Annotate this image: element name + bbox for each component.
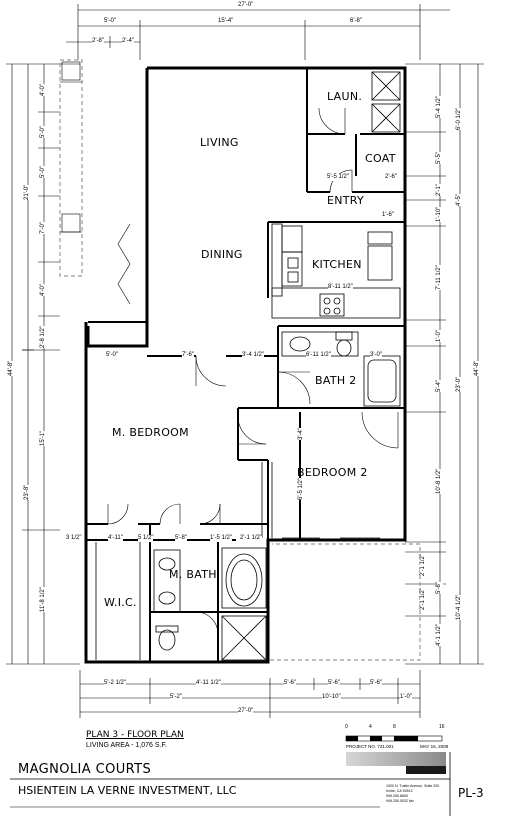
firm-address-1: 1000 N. Tustin Avenue, Suite 200 <box>386 784 440 788</box>
room-laundry: LAUN. <box>327 90 363 103</box>
dimension-label: 4'-11" <box>108 535 123 542</box>
project-name: MAGNOLIA COURTS <box>18 762 152 777</box>
room-master-bedroom: M. BEDROOM <box>112 426 189 439</box>
dimension-label: 2'-8 1/2" <box>40 326 47 348</box>
dimension-label: 7'-11 1/2" <box>436 265 443 290</box>
dimension-label: 10'-4 1/2" <box>456 594 463 620</box>
dimension-label: 21'-0" <box>24 184 31 200</box>
room-kitchen: KITCHEN <box>312 258 362 271</box>
dimension-label: 2'-1 1/2" <box>240 535 262 542</box>
dimension-label: 4'-0" <box>40 84 47 96</box>
dimension-label: 5'-4" <box>436 380 443 392</box>
dimension-label: 6'-11 1/2" <box>306 352 331 359</box>
room-dining: DINING <box>201 248 243 261</box>
room-entry: ENTRY <box>327 194 365 207</box>
room-living: LIVING <box>200 136 239 149</box>
dimension-label: 5'-6" <box>370 680 382 687</box>
dimension-label: 5'-6" <box>284 680 296 687</box>
dimension-label: 23'-8" <box>24 484 31 500</box>
client-name: HSIENTEIN LA VERNE INVESTMENT, LLC <box>18 784 237 797</box>
room-bath-2: BATH 2 <box>315 374 357 387</box>
firm-logo-mark <box>406 766 446 774</box>
project-date: MAY 16, 2008 <box>420 744 449 749</box>
dimension-label: 3'-0" <box>370 352 382 359</box>
dimension-label: 5'-0" <box>40 166 47 178</box>
dimension-label: 7'-6" <box>182 352 194 359</box>
dimension-label: 3'-4 1/2" <box>242 352 264 359</box>
dimension-label: 7'-0" <box>40 222 47 234</box>
dimension-label: 5'-6" <box>328 680 340 687</box>
sheet-number: PL-3 <box>458 786 484 800</box>
firm-phone: 949.250.6840 <box>386 794 408 798</box>
dimension-label: 5'-8" <box>175 535 187 542</box>
dimension-label: 2'-1" <box>436 184 443 196</box>
room-wic: W.I.C. <box>104 596 137 609</box>
dimension-label: 4'-0" <box>40 284 47 296</box>
dimension-label: 1'-0" <box>436 330 443 342</box>
dimension-label: 4'-11 1/2" <box>196 680 221 687</box>
firm-logo-band <box>346 752 446 766</box>
dimension-label: 5'-4 1/2" <box>436 96 443 118</box>
dimension-label: 5'-5 1/2" <box>327 174 349 181</box>
dimension-label: 15'-4" <box>218 18 234 25</box>
dimension-label: 5'-0" <box>106 352 118 359</box>
title-block-frame <box>10 752 451 816</box>
dimension-label: 5 1/2" <box>138 535 154 542</box>
dimension-label: 1'-5 1/2" <box>210 535 232 542</box>
dimension-label: 5'-0" <box>40 126 47 138</box>
dimension-label: 5'-0" <box>104 18 116 25</box>
dimension-label: 2'-1 1/2" <box>420 554 427 576</box>
dimension-label: 44'-8" <box>474 360 481 376</box>
dimension-label: 5'-2" <box>170 694 182 701</box>
scale-label-8: 8 <box>393 724 396 730</box>
dimension-label: 2'-8" <box>92 38 104 45</box>
dimension-label: 2'-4" <box>122 38 134 45</box>
firm-address-2: Irvine, CA 92612 <box>386 789 413 793</box>
room-coat: COAT <box>365 152 396 165</box>
dimension-label: 8'-11 1/2" <box>328 284 353 291</box>
room-bedroom-2: BEDROOM 2 <box>297 466 368 479</box>
dimension-label: 6'-0 1/2" <box>456 108 463 130</box>
scale-label-4: 4 <box>369 724 372 730</box>
dimension-label: 6'-5 1/2" <box>298 478 305 500</box>
dimension-label: 11'-8 1/2" <box>40 587 47 612</box>
dimension-label: 6'-8" <box>350 18 362 25</box>
dimension-label: 1'-10" <box>436 206 443 222</box>
dimension-label: 3 1/2" <box>66 535 82 542</box>
dimension-label: 3'-4" <box>298 428 305 440</box>
scale-bar-icon <box>345 735 443 742</box>
dimension-label: 2'-6" <box>385 174 397 181</box>
dimension-label: 5'-8" <box>436 582 443 594</box>
dimension-label: 2'-1 1/2" <box>420 588 427 610</box>
dimension-label: 4'-1 1/2" <box>436 624 443 646</box>
plan-title: PLAN 3 - FLOOR PLAN <box>86 730 184 740</box>
dimension-label: 5'-5" <box>436 152 443 164</box>
room-master-bath: M. BATH <box>169 568 217 581</box>
dimension-label: 1'-6" <box>382 212 394 219</box>
dimension-label: 10'-8 1/2" <box>436 468 443 494</box>
living-area: LIVING AREA - 1,076 S.F. <box>86 742 167 749</box>
dimension-label: 4'-5" <box>456 194 463 206</box>
dimension-label: 15'-1" <box>40 430 47 446</box>
firm-fax: 949.250.0032 fax <box>386 799 414 803</box>
dimension-label: 5'-2 1/2" <box>104 680 126 687</box>
dimension-label: 44'-8" <box>8 360 15 376</box>
title-block: PLAN 3 - FLOOR PLAN LIVING AREA - 1,076 … <box>0 722 510 816</box>
dimension-label: 27'-0" <box>238 708 254 715</box>
dimension-label: 10'-10" <box>322 694 341 701</box>
dimension-label: 1'-0" <box>400 694 412 701</box>
scale-label-0: 0 <box>345 724 348 730</box>
scale-label-16: 16 <box>439 724 445 730</box>
project-number: PROJECT NO. 721.001 <box>346 744 394 749</box>
dimension-label: 23'-0" <box>456 376 463 392</box>
dimension-label: 27'-0" <box>238 2 254 9</box>
